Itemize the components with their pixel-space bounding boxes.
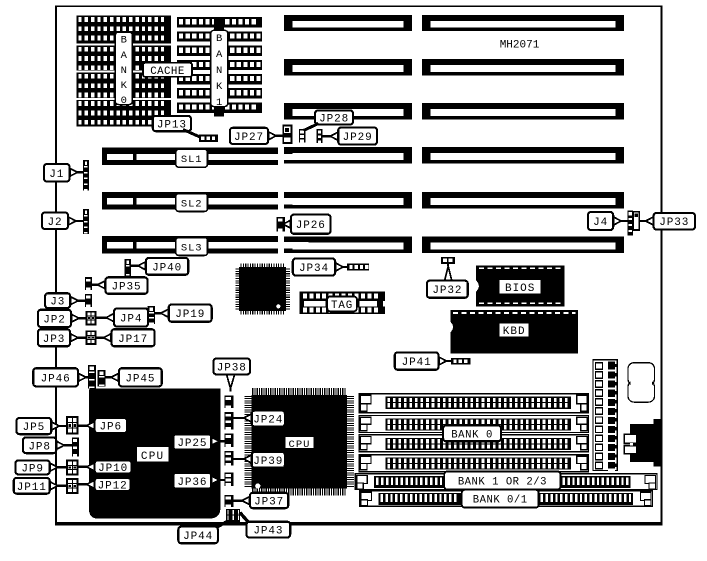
svg-text:JP43: JP43: [253, 526, 283, 538]
svg-text:JP46: JP46: [41, 373, 71, 385]
svg-text:MH2071: MH2071: [500, 40, 540, 52]
svg-text:BANK 0/1: BANK 0/1: [473, 495, 528, 507]
svg-text:K: K: [121, 80, 128, 92]
svg-text:JP19: JP19: [175, 309, 205, 321]
svg-text:SL2: SL2: [181, 199, 203, 211]
svg-text:JP17: JP17: [118, 334, 148, 346]
svg-text:JP11: JP11: [17, 482, 47, 494]
svg-text:JP6: JP6: [100, 422, 123, 434]
svg-text:N: N: [121, 65, 127, 77]
svg-text:JP5: JP5: [23, 422, 46, 434]
svg-text:BANK 0: BANK 0: [451, 429, 493, 441]
svg-text:JP33: JP33: [659, 217, 689, 229]
svg-text:JP39: JP39: [253, 456, 283, 468]
svg-text:JP27: JP27: [234, 132, 264, 144]
svg-text:JP28: JP28: [319, 114, 349, 126]
svg-text:JP24: JP24: [253, 415, 283, 427]
svg-text:B: B: [216, 33, 222, 45]
svg-text:CPU: CPU: [141, 451, 164, 463]
svg-text:JP9: JP9: [21, 463, 44, 475]
svg-text:CACHE: CACHE: [150, 66, 184, 78]
svg-text:J4: J4: [593, 217, 608, 229]
svg-text:N: N: [216, 65, 222, 77]
svg-text:JP32: JP32: [432, 285, 462, 297]
svg-text:CPU: CPU: [289, 439, 311, 451]
svg-text:JP8: JP8: [28, 441, 51, 453]
svg-text:JP4: JP4: [120, 314, 143, 326]
svg-text:JP36: JP36: [177, 477, 207, 489]
svg-text:JP29: JP29: [343, 132, 373, 144]
svg-text:BIOS: BIOS: [505, 283, 535, 295]
svg-text:JP12: JP12: [98, 480, 128, 492]
svg-text:A: A: [216, 49, 223, 61]
svg-text:K: K: [216, 81, 223, 93]
svg-text:SL3: SL3: [181, 243, 203, 255]
svg-text:BANK 1 OR 2/3: BANK 1 OR 2/3: [458, 477, 547, 489]
svg-text:1: 1: [216, 97, 222, 109]
svg-text:JP38: JP38: [217, 362, 247, 374]
svg-text:J3: J3: [50, 297, 65, 309]
svg-text:JP41: JP41: [402, 357, 432, 369]
svg-text:JP45: JP45: [125, 373, 155, 385]
svg-text:J1: J1: [49, 169, 64, 181]
svg-text:JP25: JP25: [177, 438, 207, 450]
svg-text:JP13: JP13: [157, 120, 187, 132]
svg-text:JP26: JP26: [296, 220, 326, 232]
svg-text:JP37: JP37: [254, 497, 284, 509]
svg-text:SL1: SL1: [181, 154, 203, 166]
svg-text:JP3: JP3: [43, 334, 66, 346]
svg-text:KBD: KBD: [503, 326, 526, 338]
svg-text:B: B: [121, 35, 127, 47]
svg-text:TAG: TAG: [331, 300, 353, 312]
svg-text:JP40: JP40: [152, 262, 182, 274]
svg-text:JP2: JP2: [43, 314, 66, 326]
svg-text:0: 0: [121, 95, 127, 107]
svg-text:JP10: JP10: [98, 463, 128, 475]
svg-text:JP34: JP34: [299, 263, 329, 275]
svg-text:A: A: [121, 50, 128, 62]
svg-text:JP44: JP44: [183, 531, 213, 543]
svg-text:J2: J2: [47, 217, 62, 229]
svg-text:JP35: JP35: [111, 282, 141, 294]
